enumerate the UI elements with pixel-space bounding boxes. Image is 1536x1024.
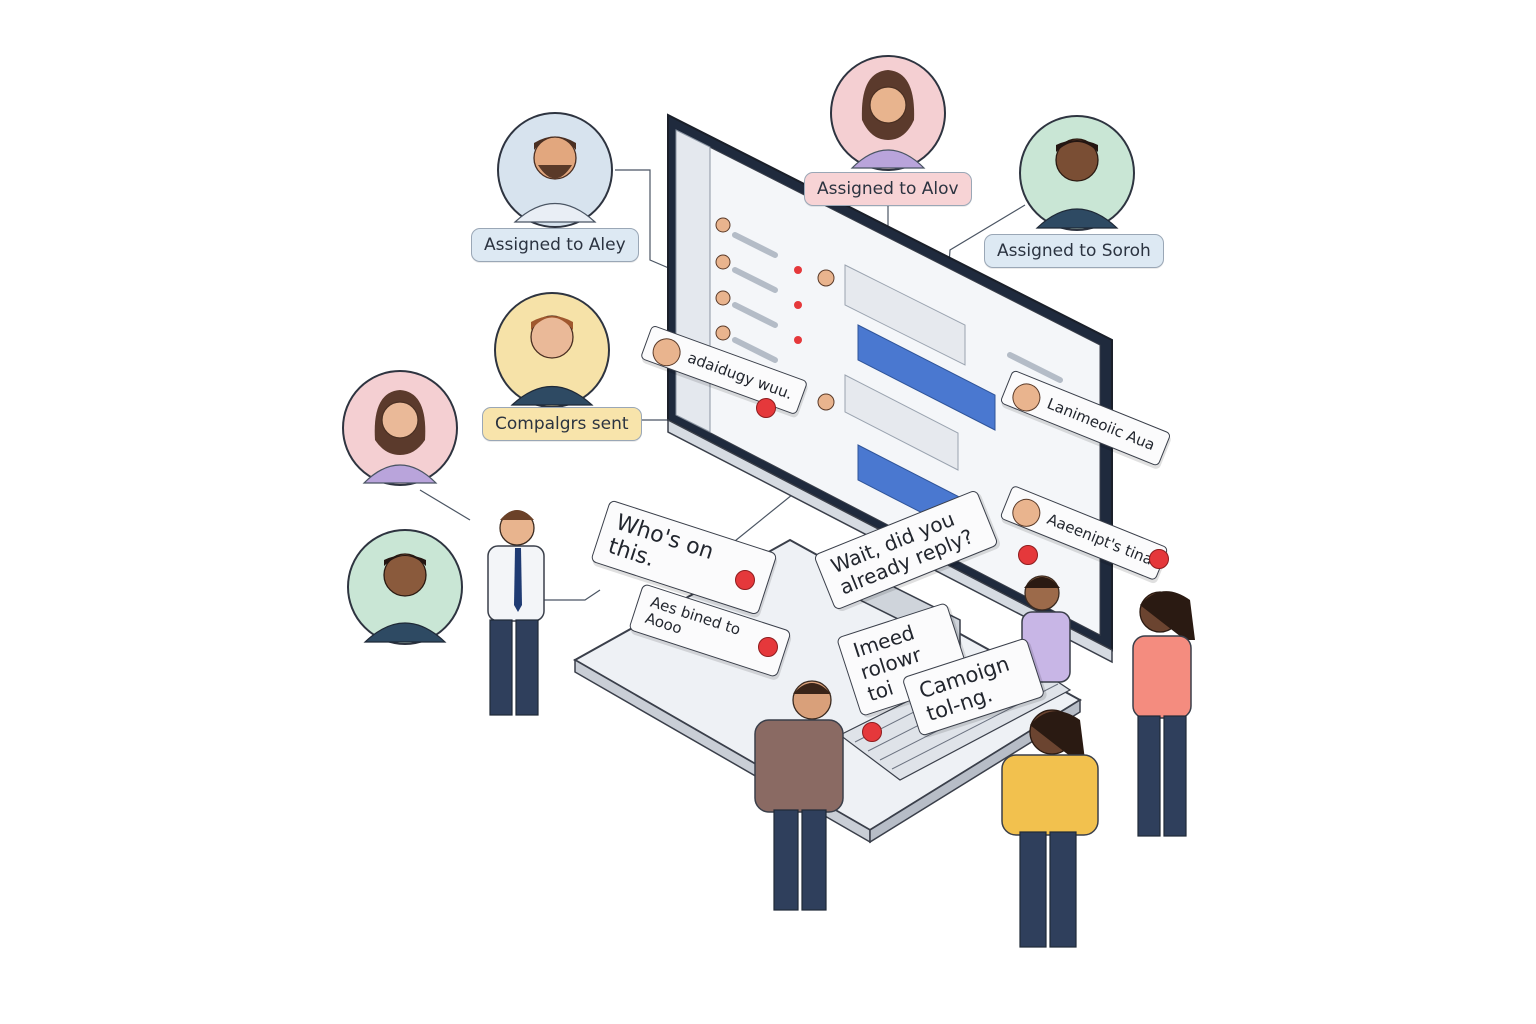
person-yellow-shirt [1001,709,1099,948]
red-notification-dot [758,637,778,657]
red-notification-dot [1018,545,1038,565]
person-pink-shirt [1132,591,1195,837]
avatar-top-right [1019,115,1135,231]
red-notification-dot [1149,549,1169,569]
red-notification-dot [735,570,755,590]
avatar-bottom-left [347,529,463,645]
label-assigned-alov: Assigned to Alov [804,172,972,206]
label-assigned-soroh: Assigned to Soroh [984,234,1164,268]
person-brown-shirt [754,680,844,911]
avatar-top-left [497,112,613,228]
person-standing-left [487,510,545,716]
label-campaigns-sent: Compalgrs sent [482,407,642,441]
label-assigned-aley: Assigned to Aley [471,228,639,262]
red-notification-dot [756,398,776,418]
avatar-mid-left [494,292,610,408]
avatar-left-woman [342,370,458,486]
avatar-top-center [830,55,946,171]
red-notification-dot [862,722,882,742]
